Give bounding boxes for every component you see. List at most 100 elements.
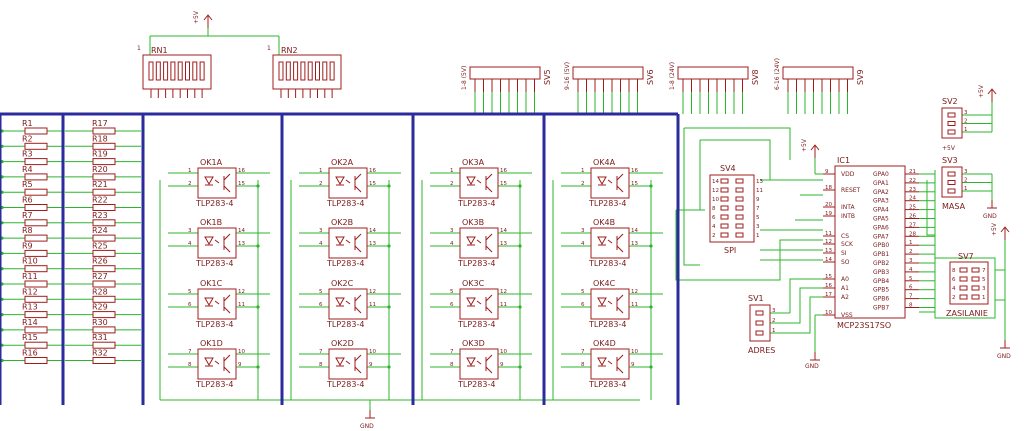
opto-part: TLP283-4 [457,320,495,329]
gnd-label: GND [360,423,374,430]
ic-pin-num: 27 [909,222,916,228]
opto-name: OK2A [331,158,354,167]
led-symbol [204,176,214,186]
ic-pin-num: 5 [909,276,913,282]
resistor [92,158,116,166]
pin-num: 7 [982,268,986,274]
resistor [92,249,116,257]
ic-pin-label: GPA3 [873,198,889,205]
resistor [92,127,116,135]
ic-pin-num: 23 [909,187,916,193]
transistor-legs [616,354,624,374]
ic-pin-label: GPA0 [873,171,889,178]
pin-num: 12 [500,289,507,295]
ic-pin-label: GPB7 [873,305,889,312]
resistor-network [272,54,342,90]
light-arrow [345,300,351,305]
sv2-body [941,107,963,139]
pin-num: 10 [631,349,638,355]
pin-num: 9 [500,362,504,368]
pin-num: 9 [369,362,373,368]
rn-element [185,61,190,81]
pin-num: 8 [319,362,323,368]
opto-name: OK3C [462,279,485,288]
opto-name: OK3B [462,218,484,227]
resistor [24,295,48,303]
opto-name: OK2C [331,279,354,288]
resistor [24,311,48,319]
resistor-label: R3 [22,150,33,159]
rn-element [192,61,198,81]
bus-layer [0,112,680,405]
led-symbol [597,176,607,186]
ic-pin-num: 28 [909,231,916,237]
resistor-label: R30 [92,318,108,327]
rn-element [322,61,328,81]
resistor [24,127,48,135]
ic-pin-label: SCK [841,241,854,248]
ic-pin-num: 4 [909,267,913,273]
sv1-label: ADRES [748,346,775,355]
pin-num: 14 [631,228,638,234]
ic-pin-label: GPB2 [873,260,889,267]
transistor-legs [485,173,493,193]
resistor-label: R27 [92,272,108,281]
optocoupler-body [328,167,368,199]
zas-vcc-label: +5V [991,222,998,236]
ic-pin-label: SI [841,250,847,257]
optocoupler-body [459,227,499,259]
pin-num: 1 [319,168,323,174]
adres-pin [755,320,764,326]
pin-num: 11 [238,302,245,308]
spi-pin-b [735,232,744,238]
pin-num: 16 [369,168,376,174]
led-symbol [204,236,214,246]
resistor [92,265,116,273]
ic-pin-label: GPA7 [873,233,889,240]
opto-part: TLP283-4 [588,320,626,329]
spi-pin-a [720,178,729,184]
resistor [24,173,48,181]
sv2-name: SV2 [942,97,958,106]
pin-num: 11 [369,302,376,308]
spi-pin-b [735,214,744,220]
ic-pin-num: 13 [825,248,832,254]
spi-pin-a [720,223,729,229]
vcc-top-arrow [203,14,213,21]
pin-num: 9 [756,197,760,203]
pin-num: 2 [964,178,968,184]
spi-header [709,174,755,243]
light-arrow [345,360,351,365]
light-arrow [476,300,482,305]
transistor-legs [223,294,231,314]
resistor-label: R19 [92,150,108,159]
opto-part: TLP283-4 [195,259,233,268]
led-symbol [466,176,476,186]
pin-num: 10 [369,349,376,355]
sv3-pin [947,180,956,185]
ic-pin-num: 7 [909,294,913,300]
spi-pin-b [735,178,744,184]
transistor-legs [485,354,493,374]
pin-num: 7 [319,349,323,355]
sv2-pin [947,121,956,126]
wires-layer [0,28,1006,410]
ic-pin-num: 15 [825,274,832,280]
light-arrow [607,239,613,244]
zas-pin-b [971,267,980,273]
resistor-label: R32 [92,349,108,358]
transistor-legs [223,354,231,374]
pin-num: 7 [450,349,454,355]
resistor-label: R29 [92,303,108,312]
light-arrow [476,179,482,184]
ic-pin-num: 3 [909,258,913,264]
pin-num: 8 [188,362,192,368]
transistor-legs [223,173,231,193]
transistor-legs [616,173,624,193]
sv1-name: SV1 [748,294,764,303]
spi-pin-a [720,214,729,220]
resistor [92,234,116,242]
pin-num: 8 [581,362,585,368]
pin-num: 6 [712,215,716,221]
